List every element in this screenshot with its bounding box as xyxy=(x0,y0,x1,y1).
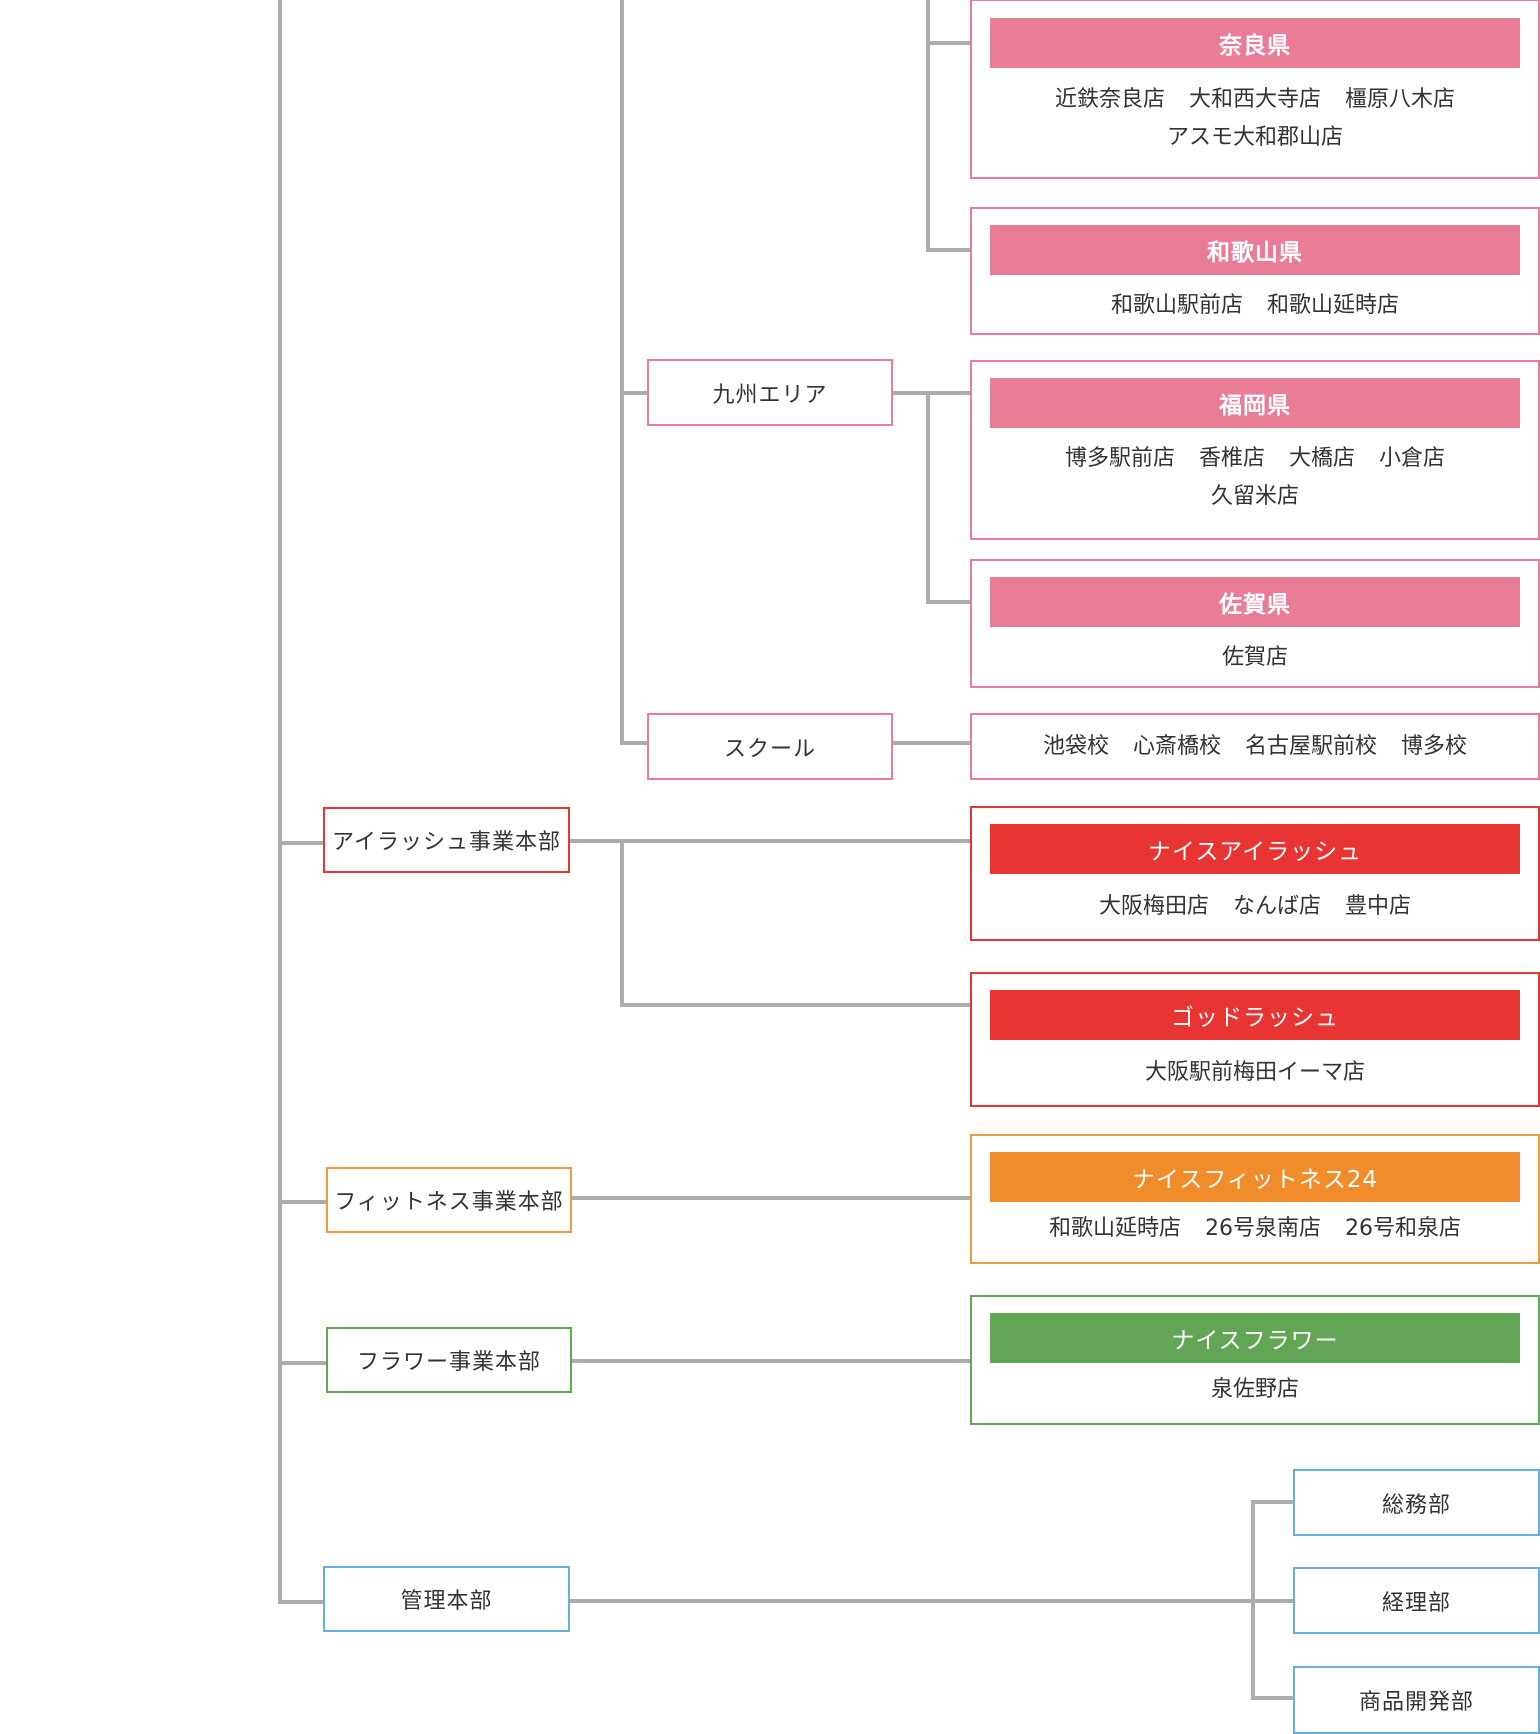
brand-header: ナイスアイラッシュ xyxy=(990,824,1520,874)
kyushu-area-node[interactable]: 九州エリア xyxy=(647,359,893,426)
brand-card-nice-eyelash: ナイスアイラッシュ 大阪梅田店なんば店豊中店 xyxy=(970,806,1540,941)
store-item: 大阪梅田店 xyxy=(1098,894,1209,919)
eyelash-branch-line xyxy=(620,839,624,1007)
connector xyxy=(278,1200,326,1204)
connector xyxy=(893,741,971,745)
node-label: スクール xyxy=(723,736,816,762)
node-label: アイラッシュ事業本部 xyxy=(332,830,561,855)
admin-hq-node[interactable]: 管理本部 xyxy=(323,1566,570,1632)
connector xyxy=(620,391,647,395)
prefecture-header: 佐賀県 xyxy=(990,577,1520,627)
connector xyxy=(570,1599,1293,1603)
store-list: 佐賀店 xyxy=(972,639,1538,677)
store-item: 橿原八木店 xyxy=(1345,87,1456,112)
store-list: 大阪梅田店なんば店豊中店 xyxy=(972,888,1538,926)
node-label: 経理部 xyxy=(1381,1590,1451,1616)
store-item: 26号泉南店 xyxy=(1205,1216,1321,1241)
prefecture-card-saga: 佐賀県 佐賀店 xyxy=(970,559,1540,688)
connector xyxy=(278,1600,323,1604)
department-accounting[interactable]: 経理部 xyxy=(1293,1567,1540,1634)
brand-header: ナイスフィットネス24 xyxy=(990,1152,1520,1202)
brand-card-god-lash: ゴッドラッシュ 大阪駅前梅田イーマ店 xyxy=(970,972,1540,1107)
main-trunk-line xyxy=(278,0,282,1604)
connector xyxy=(1251,1500,1293,1504)
prefecture-card-nara: 奈良県 近鉄奈良店大和西大寺店橿原八木店アスモ大和郡山店 xyxy=(970,0,1540,179)
node-label: 管理本部 xyxy=(400,1589,493,1614)
prefecture-card-fukuoka: 福岡県 博多駅前店香椎店大橋店小倉店久留米店 xyxy=(970,360,1540,540)
store-item: 大阪駅前梅田イーマ店 xyxy=(1144,1060,1365,1085)
connector xyxy=(572,1359,971,1363)
prefecture-header: 奈良県 xyxy=(990,18,1520,68)
school-item: 池袋校 xyxy=(1042,733,1109,759)
connector xyxy=(926,248,971,252)
department-general-affairs[interactable]: 総務部 xyxy=(1293,1469,1540,1536)
store-list: 泉佐野店 xyxy=(972,1371,1538,1409)
brand-card-nice-flower: ナイスフラワー 泉佐野店 xyxy=(970,1295,1540,1425)
node-label: 商品開発部 xyxy=(1358,1690,1474,1715)
school-item: 心斎橋校 xyxy=(1132,733,1221,759)
store-item: 大橋店 xyxy=(1289,446,1356,471)
store-list: 和歌山延時店 26号泉南店 26号和泉店 xyxy=(972,1210,1538,1248)
flower-hq-node[interactable]: フラワー事業本部 xyxy=(326,1327,572,1393)
connector xyxy=(926,600,971,604)
school-list: 池袋校心斎橋校名古屋駅前校博多校 xyxy=(1031,728,1479,766)
connector xyxy=(926,41,971,45)
store-item: 和歌山延時店 xyxy=(1048,1216,1181,1241)
store-item: 小倉店 xyxy=(1379,446,1446,471)
brand-header: ナイスフラワー xyxy=(990,1313,1520,1363)
kyushu-branch-line xyxy=(926,391,930,604)
connector xyxy=(572,1196,971,1200)
store-list: 博多駅前店香椎店大橋店小倉店久留米店 xyxy=(972,440,1538,516)
brand-card-nice-fitness: ナイスフィットネス24 和歌山延時店 26号泉南店 26号和泉店 xyxy=(970,1134,1540,1264)
prefecture-header: 福岡県 xyxy=(990,378,1520,428)
store-list: 大阪駅前梅田イーマ店 xyxy=(972,1054,1538,1092)
store-item: 久留米店 xyxy=(1210,484,1299,509)
kinki-branch-line xyxy=(926,0,930,252)
store-item: 和歌山延時店 xyxy=(1267,293,1400,318)
department-product-development[interactable]: 商品開発部 xyxy=(1293,1666,1540,1734)
node-label: 九州エリア xyxy=(712,382,828,408)
store-item: 大和西大寺店 xyxy=(1188,87,1321,112)
prefecture-header: 和歌山県 xyxy=(990,225,1520,275)
school-item: 名古屋駅前校 xyxy=(1245,733,1378,759)
store-item: 和歌山駅前店 xyxy=(1110,293,1243,318)
store-item: 豊中店 xyxy=(1345,894,1412,919)
node-label: フラワー事業本部 xyxy=(356,1350,541,1375)
store-item: アスモ大和郡山店 xyxy=(1166,125,1343,150)
store-item: 博多駅前店 xyxy=(1064,446,1175,471)
connector xyxy=(278,1361,326,1365)
connector xyxy=(620,741,647,745)
eyelash-hq-node[interactable]: アイラッシュ事業本部 xyxy=(323,807,570,873)
store-item: なんば店 xyxy=(1232,894,1321,919)
brand-header: ゴッドラッシュ xyxy=(990,990,1520,1040)
store-item: 佐賀店 xyxy=(1221,645,1288,670)
store-item: 26号和泉店 xyxy=(1345,1216,1461,1241)
connector xyxy=(1251,1696,1293,1700)
connector xyxy=(620,1003,971,1007)
prefecture-card-wakayama: 和歌山県 和歌山駅前店和歌山延時店 xyxy=(970,207,1540,335)
fitness-hq-node[interactable]: フィットネス事業本部 xyxy=(326,1167,572,1233)
school-item: 博多校 xyxy=(1401,733,1468,759)
connector xyxy=(278,841,323,845)
connector xyxy=(570,839,971,843)
connector xyxy=(893,391,971,395)
admin-branch-line xyxy=(1251,1500,1255,1700)
store-list: 近鉄奈良店大和西大寺店橿原八木店アスモ大和郡山店 xyxy=(972,81,1538,157)
node-label: 総務部 xyxy=(1381,1492,1451,1518)
store-item: 泉佐野店 xyxy=(1210,1377,1299,1402)
node-label: フィットネス事業本部 xyxy=(334,1190,564,1215)
area-trunk-line xyxy=(620,0,624,745)
school-node[interactable]: スクール xyxy=(647,713,893,780)
school-list-card: 池袋校心斎橋校名古屋駅前校博多校 xyxy=(970,713,1540,780)
store-list: 和歌山駅前店和歌山延時店 xyxy=(972,287,1538,325)
store-item: 香椎店 xyxy=(1198,446,1265,471)
store-item: 近鉄奈良店 xyxy=(1054,87,1165,112)
